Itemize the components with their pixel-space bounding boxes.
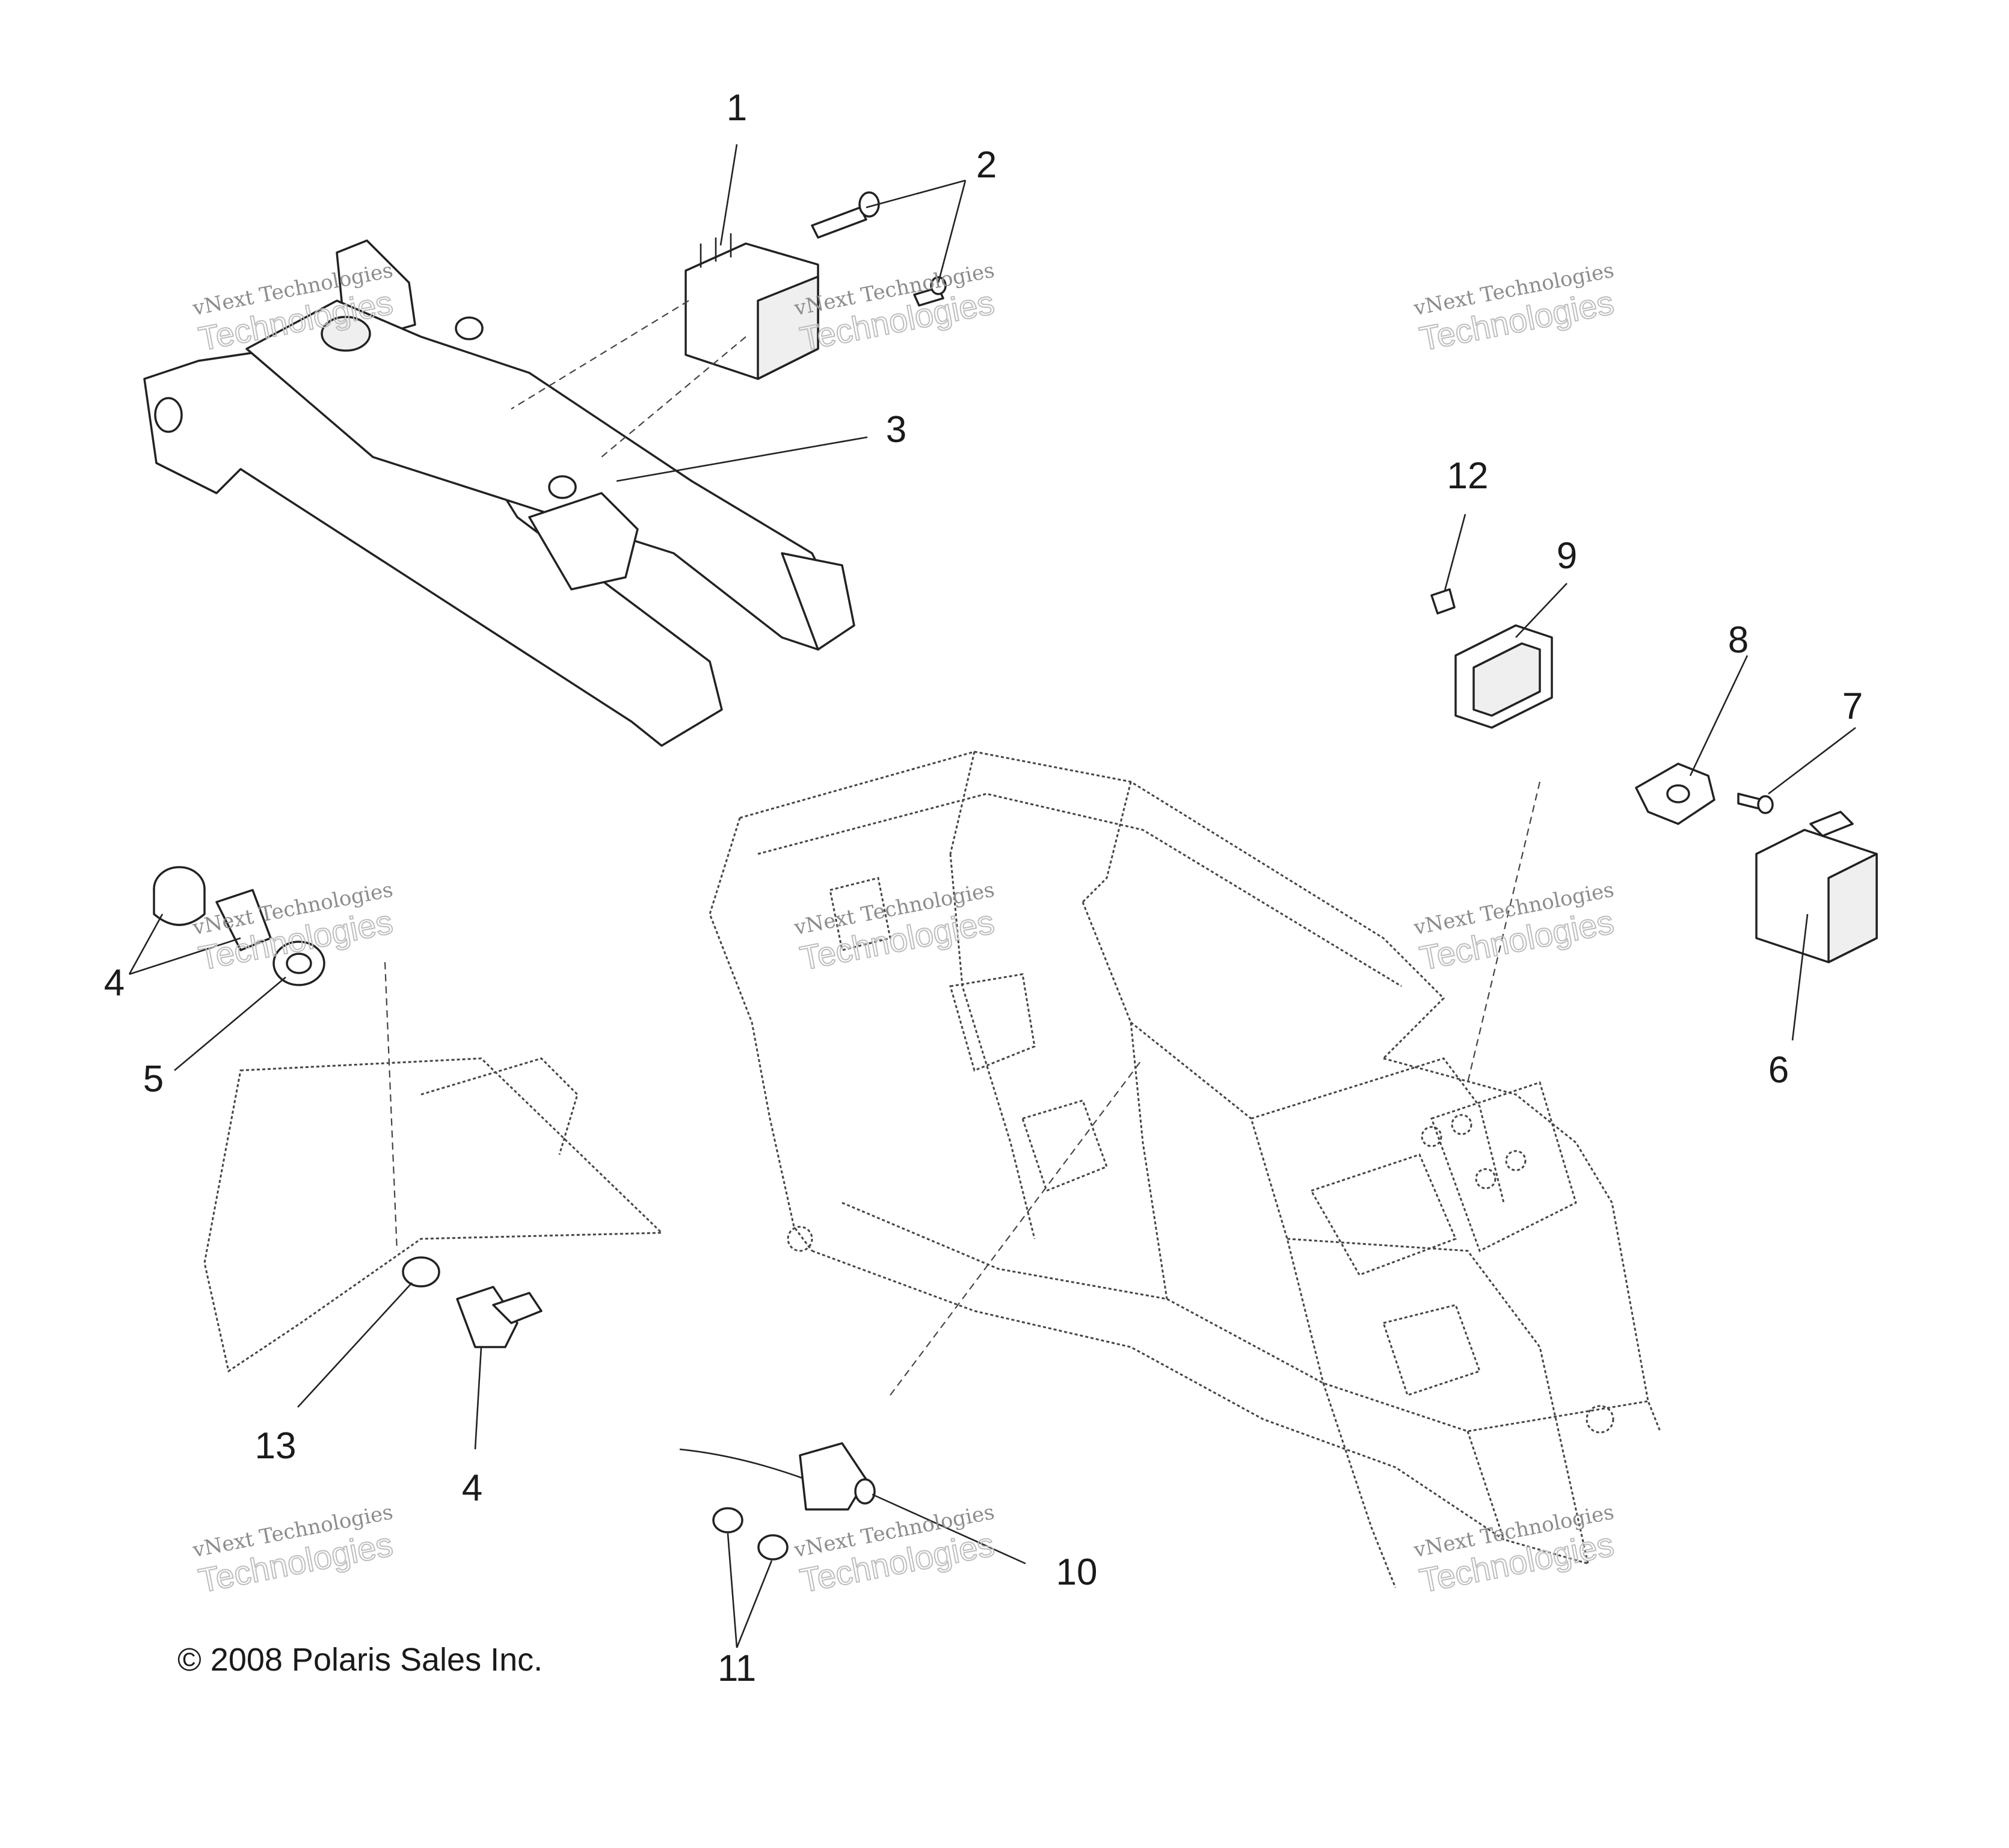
callout-5: 5 — [143, 1058, 164, 1100]
electronic-module — [1755, 811, 1878, 963]
control-module — [685, 233, 819, 380]
callout-7: 7 — [1842, 686, 1863, 727]
callout-4-lower: 4 — [462, 1467, 482, 1509]
callout-1: 1 — [727, 87, 747, 129]
watermark-8: vNext Technologies Technologies — [792, 1500, 998, 1600]
screws — [712, 1507, 789, 1561]
small-bolt — [1737, 793, 1774, 814]
callout-10: 10 — [1056, 1552, 1098, 1593]
gasket-plate — [1635, 763, 1715, 825]
copyright-notice: © 2008 Polaris Sales Inc. — [177, 1642, 543, 1678]
watermark-9: vNext Technologies Technologies — [1411, 1500, 1617, 1600]
callout-12: 12 — [1447, 455, 1489, 497]
washer — [402, 1256, 440, 1288]
leader-lines — [128, 144, 1856, 1648]
bracket — [1454, 624, 1553, 729]
callout-3: 3 — [886, 409, 906, 450]
watermark-3: vNext Technologies Technologies — [1411, 258, 1617, 358]
bolts — [811, 191, 947, 307]
alignment-lines — [384, 300, 1541, 1396]
callout-9: 9 — [1557, 535, 1577, 577]
ignition-cap — [153, 866, 206, 926]
grommet — [272, 941, 325, 986]
callout-2: 2 — [976, 144, 997, 186]
callout-13: 13 — [255, 1425, 297, 1467]
watermark-6: vNext Technologies Technologies — [1411, 877, 1617, 978]
watermark-5: vNext Technologies Technologies — [792, 877, 998, 978]
ignition-switch — [456, 1286, 543, 1348]
fender-panel — [203, 1057, 664, 1373]
sensor — [679, 1442, 876, 1511]
callout-4-upper: 4 — [104, 962, 125, 1004]
chassis-frame — [709, 751, 1661, 1588]
callout-8: 8 — [1728, 619, 1749, 661]
watermark-7: vNext Technologies Technologies — [190, 1500, 396, 1600]
watermark-2: vNext Technologies Technologies — [792, 258, 998, 358]
swingarm — [143, 239, 855, 747]
key — [215, 889, 272, 951]
clip — [1430, 588, 1456, 615]
callout-6: 6 — [1768, 1049, 1789, 1091]
callout-11: 11 — [718, 1648, 756, 1689]
